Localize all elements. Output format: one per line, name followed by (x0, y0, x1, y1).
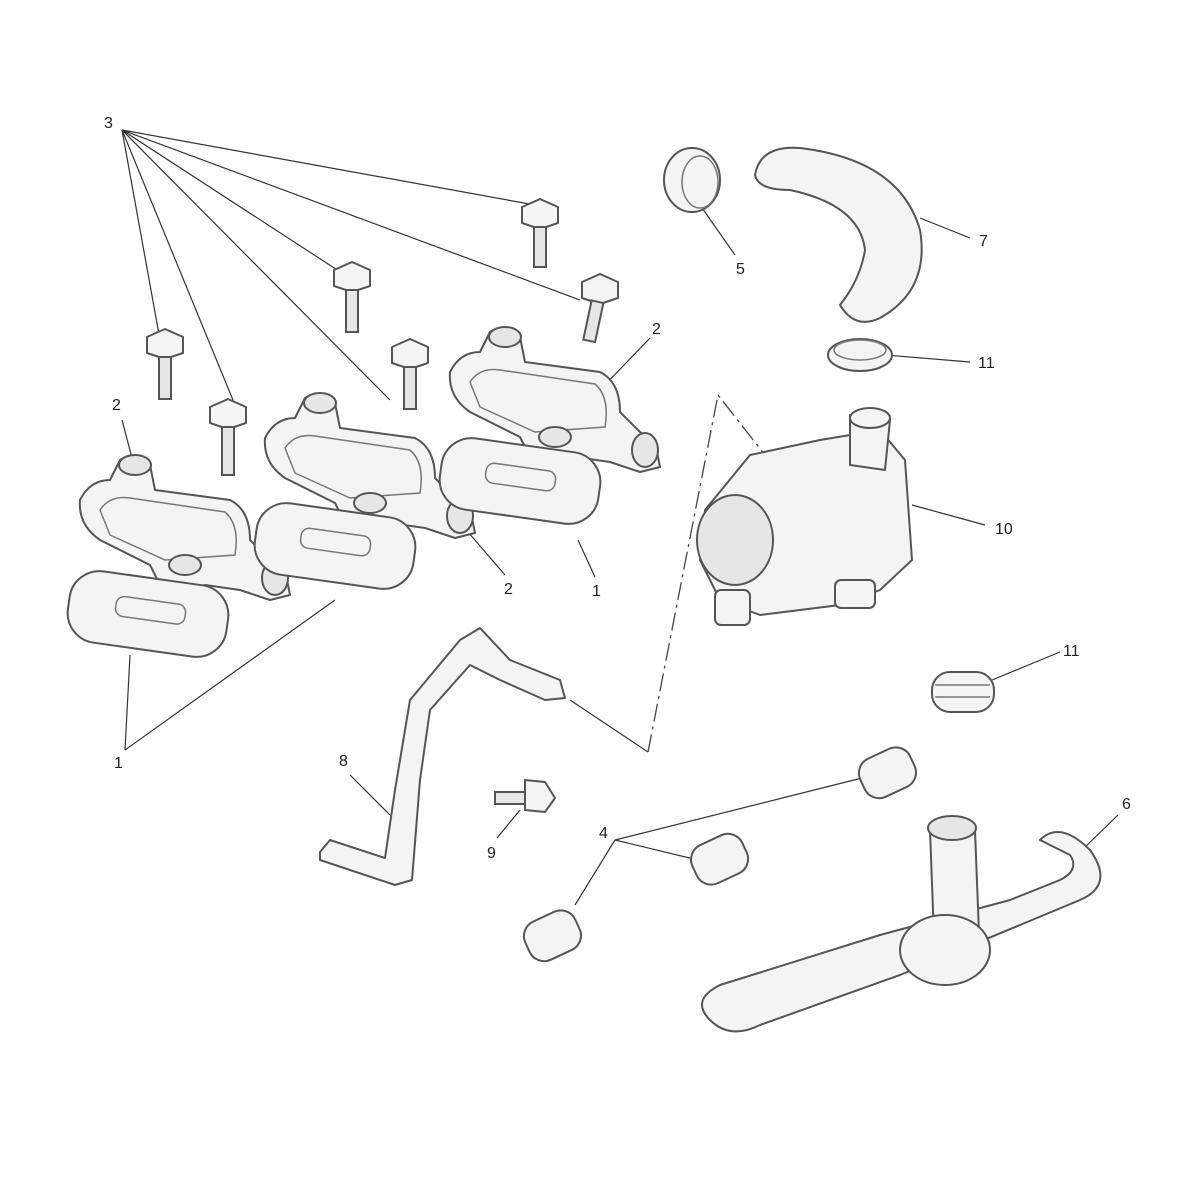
bolt (209, 398, 247, 476)
bracket-bolt (494, 779, 556, 813)
callout-2: 2 (112, 397, 121, 414)
gasket (66, 570, 230, 658)
leader-lines (121, 129, 1119, 906)
bolts (146, 198, 619, 476)
hose-clip (522, 909, 582, 963)
callout-1: 1 (114, 755, 123, 772)
bolt (391, 338, 429, 410)
hose-clip (690, 832, 750, 886)
hose-clip (931, 671, 995, 713)
callout-10: 10 (995, 521, 1013, 538)
mounting-bracket (319, 627, 566, 886)
callout-2: 2 (504, 581, 513, 598)
callout-7: 7 (979, 233, 988, 250)
bolt (581, 273, 619, 344)
callout-labels: 3 2 2 2 1 1 5 7 11 10 11 8 9 4 6 (104, 115, 1131, 862)
elbow-hose (754, 146, 923, 323)
callout-6: 6 (1122, 796, 1131, 813)
callout-4: 4 (599, 825, 608, 842)
callout-9: 9 (487, 845, 496, 862)
callout-5: 5 (736, 261, 745, 278)
callout-3: 3 (104, 115, 113, 132)
bolt (521, 198, 559, 268)
callout-8: 8 (339, 753, 348, 770)
hose-clip (857, 746, 917, 800)
t-pipe (701, 815, 1102, 1033)
valve-cover (448, 326, 661, 473)
gaskets (66, 437, 602, 658)
valve-covers (78, 326, 661, 601)
bolt (146, 328, 184, 400)
callout-11: 11 (978, 355, 995, 372)
air-valve (696, 407, 913, 626)
callout-2: 2 (652, 321, 661, 338)
gasket (253, 502, 417, 590)
callout-1: 1 (592, 583, 601, 600)
hose-clip (827, 338, 893, 372)
gasket (438, 437, 602, 525)
callout-11: 11 (1063, 643, 1080, 660)
bolt (333, 261, 371, 333)
valve-cover (263, 392, 476, 539)
hose-clip (663, 147, 721, 213)
